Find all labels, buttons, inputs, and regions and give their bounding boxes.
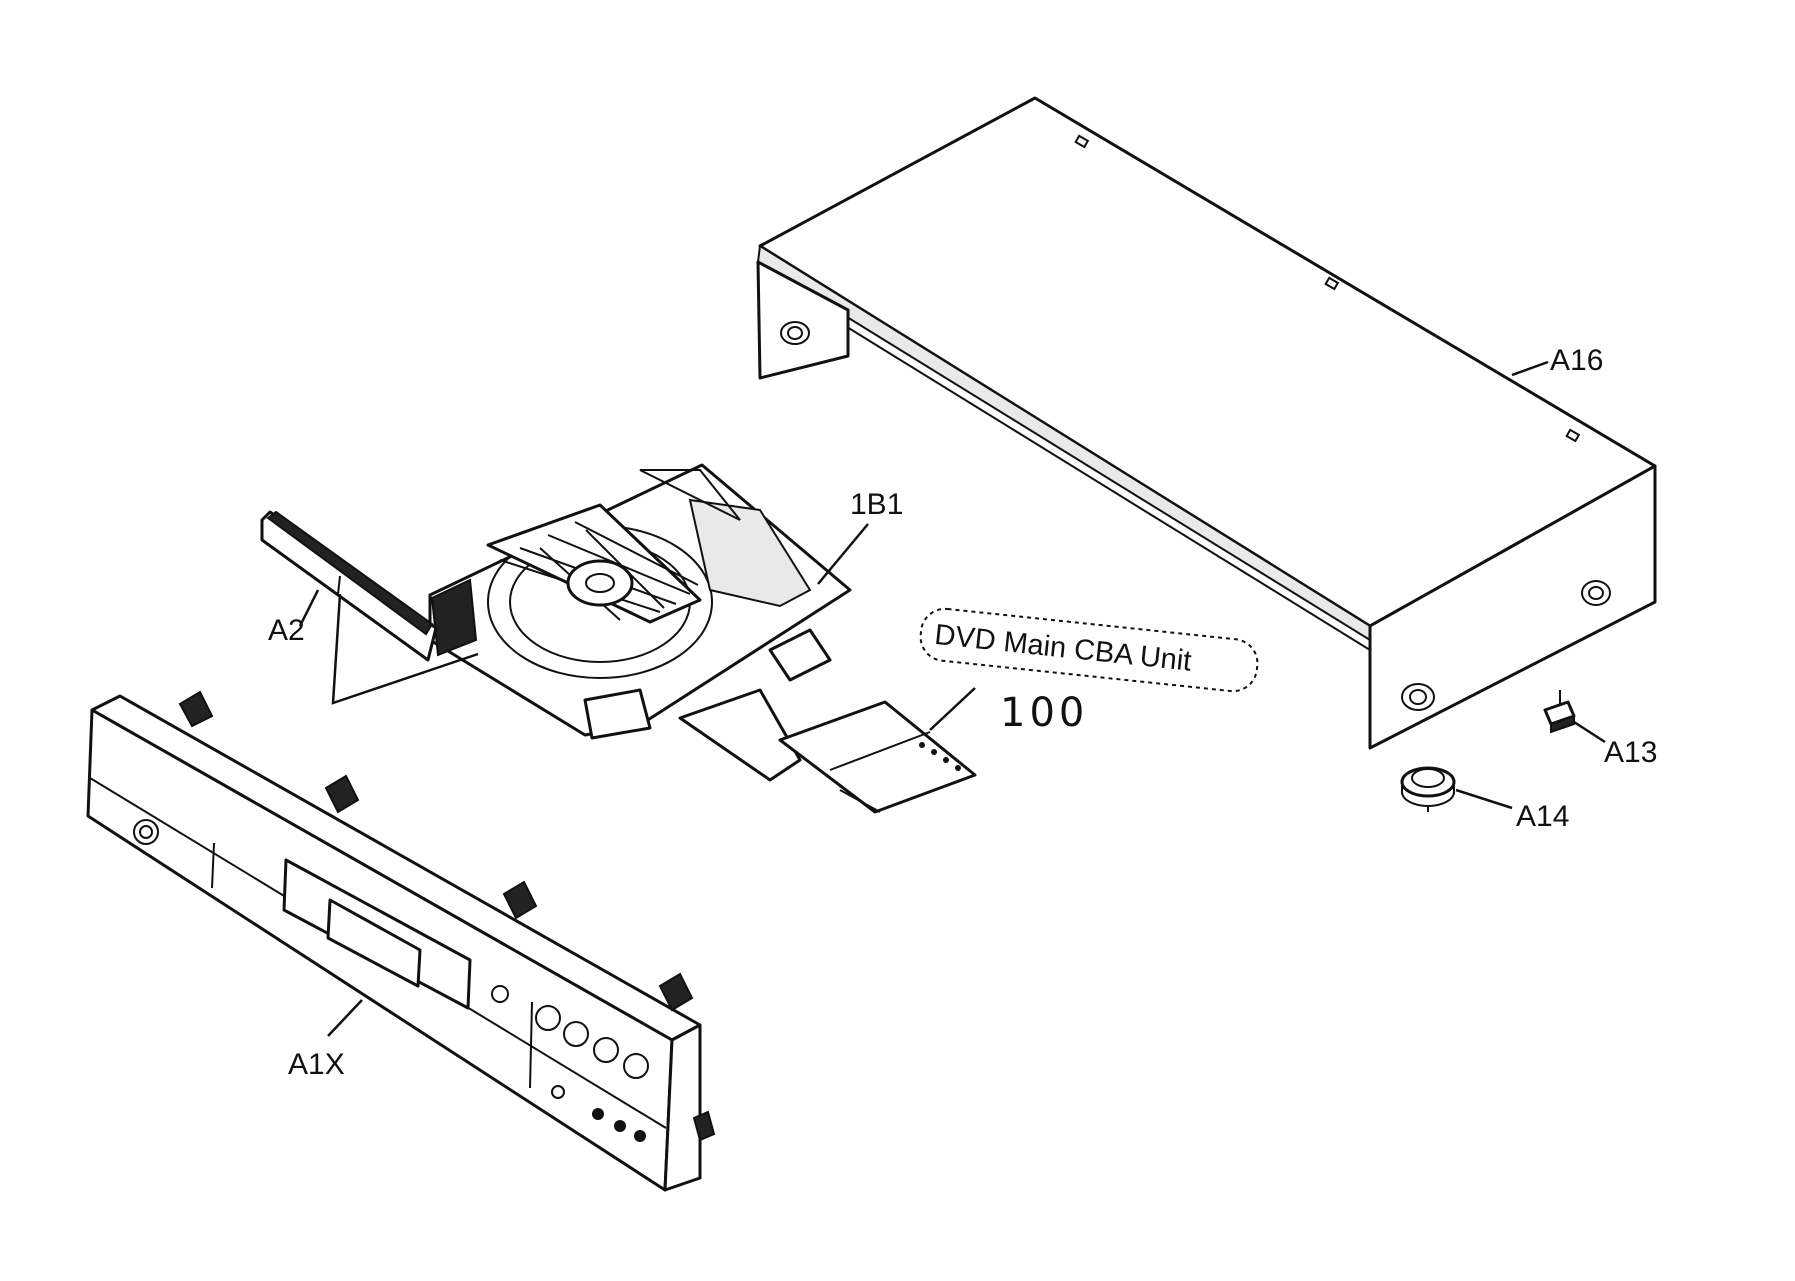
label-a13: A13 (1604, 736, 1657, 769)
label-a1x: A1X (288, 1048, 345, 1081)
leader-a16 (1511, 360, 1549, 377)
dvd-loader-1b1 (428, 463, 852, 782)
dvd-main-cba-pcb (778, 700, 977, 814)
label-100: 100 (1000, 690, 1088, 736)
top-cover-a16 (756, 96, 1657, 750)
leader-a2-v (331, 593, 479, 705)
front-panel-a1x (86, 690, 716, 1192)
dvd-unit-label-box (919, 607, 1259, 693)
label-a14: A14 (1516, 800, 1569, 833)
leader-a14 (1455, 788, 1513, 810)
leader-1b1 (817, 523, 869, 585)
label-1b1: 1B1 (850, 488, 903, 521)
label-dvd-main-cba-unit: DVD Main CBA Unit (933, 619, 1193, 678)
leader-dvd-unit (929, 687, 976, 731)
label-a2: A2 (268, 614, 305, 647)
leader-a1x (327, 999, 363, 1037)
bracket-a13 (1543, 690, 1576, 734)
foot-a14 (1400, 766, 1456, 812)
tray-panel-a2 (260, 510, 438, 662)
leader-a13 (1573, 720, 1606, 744)
leader-a2 (298, 589, 320, 627)
label-a16: A16 (1550, 344, 1603, 377)
